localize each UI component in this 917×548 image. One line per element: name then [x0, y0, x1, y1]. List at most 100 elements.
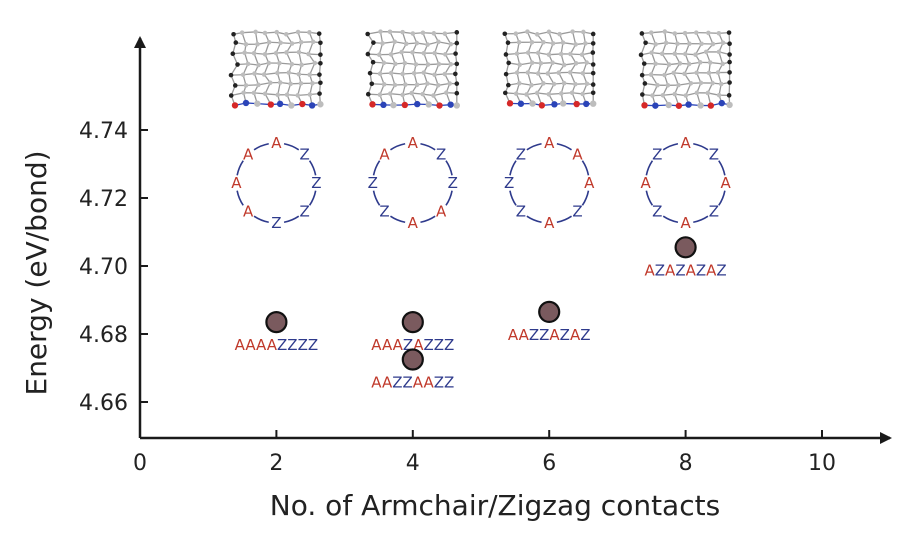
tube-atom	[524, 92, 529, 97]
tube-atom	[671, 70, 677, 76]
tube-atom	[369, 101, 376, 108]
x-tick-label: 4	[406, 451, 420, 476]
ring-letter-zigzag: Z	[709, 146, 719, 164]
tube-atom	[686, 61, 692, 67]
ring-segment	[693, 215, 709, 224]
tube-atom	[239, 30, 245, 35]
tube-atom	[513, 31, 519, 36]
tube-atom	[550, 60, 555, 65]
tube-atom	[534, 90, 540, 96]
tube-atom	[590, 62, 596, 67]
tube-atom	[502, 31, 508, 37]
tube-atom	[529, 82, 534, 88]
tube-atom	[726, 101, 733, 109]
tube-atom	[308, 102, 316, 109]
tube-atom	[675, 41, 680, 47]
nanotube-armchair-2	[228, 29, 324, 109]
ring-letter-armchair: A	[544, 134, 555, 152]
contact-ring: AAAZAZZZ	[504, 134, 595, 232]
ring-segment	[308, 190, 317, 206]
tube-atom	[317, 101, 324, 108]
tube-atom	[561, 80, 567, 86]
tube-atom	[380, 101, 387, 109]
tube-atom	[642, 81, 648, 86]
ring-segment	[645, 190, 654, 206]
tube-atom	[230, 51, 236, 56]
tube-atom	[231, 102, 239, 109]
tube-atom	[655, 82, 660, 88]
tube-atom	[425, 101, 432, 108]
tube-atom	[638, 52, 644, 58]
tube-atom	[653, 41, 658, 47]
tube-atom	[425, 42, 430, 47]
ring-letter-zigzag: Z	[311, 174, 321, 192]
tube-atom	[517, 100, 525, 107]
ring-letter-armchair: A	[231, 174, 242, 192]
ring-letter-armchair: A	[640, 174, 651, 192]
tube-atom	[683, 93, 689, 98]
tube-atom	[584, 81, 590, 87]
ring-segment	[581, 160, 590, 176]
tube-atom	[277, 80, 283, 85]
tube-atom	[251, 90, 257, 96]
tube-atom	[228, 72, 234, 78]
tube-atom	[278, 40, 283, 46]
ring-segment	[556, 142, 572, 151]
tube-atom	[529, 39, 535, 45]
ring-segment	[526, 215, 542, 224]
ring-letter-armchair: A	[680, 134, 691, 152]
tube-atom	[401, 101, 409, 109]
tube-atom	[243, 83, 249, 88]
tube-atom	[275, 92, 281, 98]
tube-atom	[650, 93, 655, 98]
tube-atom	[545, 71, 551, 76]
tube-atom	[431, 93, 436, 98]
tube-atom	[399, 49, 404, 55]
tube-atom	[580, 70, 586, 76]
tube-atom	[288, 102, 295, 109]
tube-atom	[665, 82, 671, 88]
ring-segment	[693, 142, 709, 151]
tube-atom	[707, 60, 713, 65]
tube-atom	[557, 31, 562, 37]
tube-atom	[550, 41, 556, 46]
tube-atom	[662, 29, 668, 34]
x-axis-title: No. of Armchair/Zigzag contacts	[270, 489, 720, 522]
tube-atom	[275, 70, 280, 76]
tube-atom	[448, 41, 454, 47]
tube-atom	[570, 29, 575, 34]
tube-atom	[411, 70, 417, 76]
tube-atom	[541, 39, 546, 45]
tube-atom	[639, 31, 645, 36]
ring-letter-zigzag: Z	[368, 174, 378, 192]
point-sequence-label: AAAZAZZZ	[371, 336, 454, 354]
tube-atom	[390, 101, 397, 109]
tube-atom	[403, 82, 408, 87]
tube-atom	[403, 41, 409, 47]
tube-atom	[370, 59, 376, 65]
y-tick-label: 4.68	[79, 323, 128, 348]
tube-atom	[436, 61, 442, 67]
tube-atom	[525, 50, 531, 55]
x-tick-label: 8	[679, 451, 693, 476]
tube-atom	[710, 80, 715, 86]
tube-atom	[318, 40, 323, 46]
tube-atom	[414, 100, 421, 108]
tube-atom	[514, 70, 520, 75]
ring-letter-armchair: A	[379, 146, 390, 164]
tube-atom	[525, 29, 530, 34]
ring-letter-armchair: A	[243, 202, 254, 220]
tube-atom	[590, 70, 596, 76]
tube-atom	[277, 60, 282, 66]
tube-atom	[284, 92, 290, 98]
tube-atom	[420, 91, 425, 97]
tube-atom	[380, 41, 385, 46]
tube-atom	[306, 51, 311, 57]
point-sequence-label: AZAZAZAZ	[645, 261, 727, 279]
tube-atom	[392, 39, 397, 45]
ring-segment	[556, 215, 572, 224]
ring-letter-zigzag: Z	[516, 146, 526, 164]
tube-atom	[641, 102, 648, 109]
tube-atom	[453, 102, 460, 109]
